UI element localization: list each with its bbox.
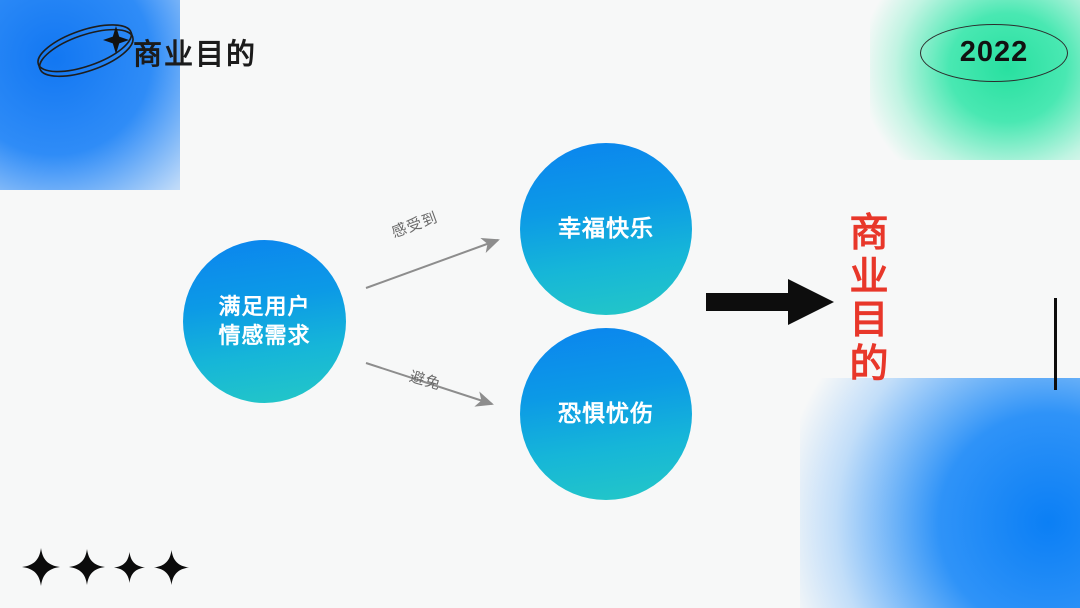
node-source-line2: 情感需求 bbox=[218, 322, 311, 348]
node-source-need[interactable]: 满足用户 情感需求 bbox=[183, 240, 346, 403]
sparkle-decoration-row bbox=[22, 548, 189, 586]
node-outcome-negative[interactable]: 恐惧忧伤 bbox=[520, 328, 692, 500]
sparkle-icon bbox=[154, 549, 189, 585]
bottom-right-blue-blob bbox=[800, 378, 1080, 608]
sparkle-icon bbox=[114, 551, 145, 583]
node-source-line1: 满足用户 bbox=[218, 294, 311, 320]
year-badge-label: 2022 bbox=[959, 35, 1029, 68]
connector-feel-line bbox=[365, 237, 500, 289]
sparkle-icon bbox=[69, 549, 105, 585]
right-arrow-icon bbox=[706, 277, 834, 327]
orbit-ring-sparkle-icon bbox=[32, 18, 140, 82]
result-vertical-text: 商 业 目 的 bbox=[845, 212, 893, 387]
sparkle-icon bbox=[22, 548, 60, 586]
page-title: 商业目的 bbox=[133, 39, 258, 71]
result-char-1: 商 bbox=[849, 212, 889, 255]
node-outcome-positive[interactable]: 幸福快乐 bbox=[520, 143, 692, 315]
result-char-4: 的 bbox=[849, 343, 889, 387]
node-outcome-negative-label: 恐惧忧伤 bbox=[558, 400, 654, 427]
result-char-2: 业 bbox=[849, 255, 889, 299]
vertical-rule bbox=[1054, 298, 1057, 390]
result-char-3: 目 bbox=[849, 299, 889, 343]
connector-label-feel: 感受到 bbox=[389, 209, 441, 242]
node-outcome-positive-label: 幸福快乐 bbox=[558, 215, 654, 242]
year-badge: 2022 bbox=[920, 24, 1068, 82]
connector-label-avoid: 避免 bbox=[407, 368, 443, 394]
year-badge-outline bbox=[920, 24, 1068, 82]
